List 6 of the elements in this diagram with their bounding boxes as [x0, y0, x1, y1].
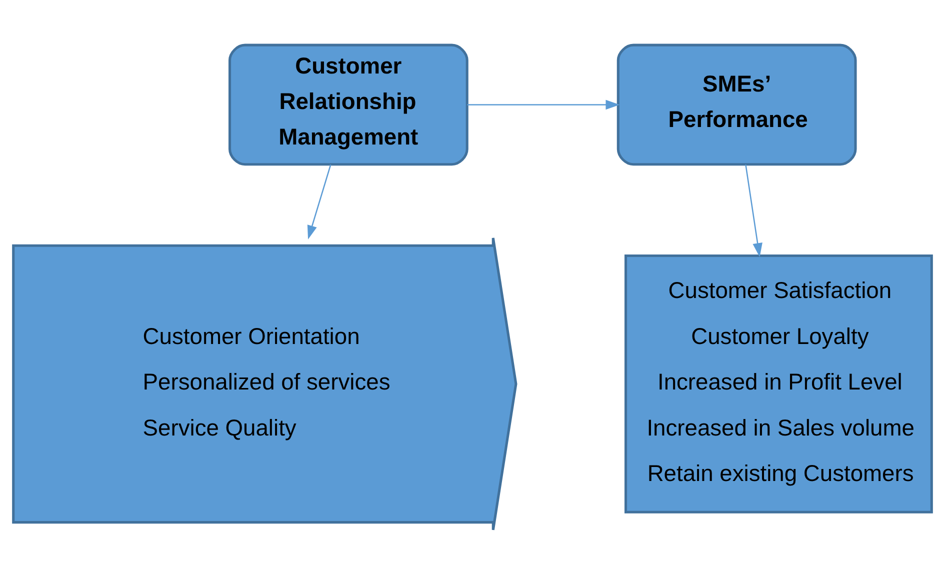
- arrow: [467, 99, 620, 110]
- arrow: [745, 164, 762, 257]
- node-box: Customer Satisfaction Customer Loyalty Increased in Profit Level Increased in Sales volume Retain existing Customers: [624, 254, 933, 513]
- node-box: Customer Relationship Management: [228, 43, 468, 166]
- arrow: [307, 164, 332, 239]
- node-box: SMEs’ Performance: [616, 43, 857, 166]
